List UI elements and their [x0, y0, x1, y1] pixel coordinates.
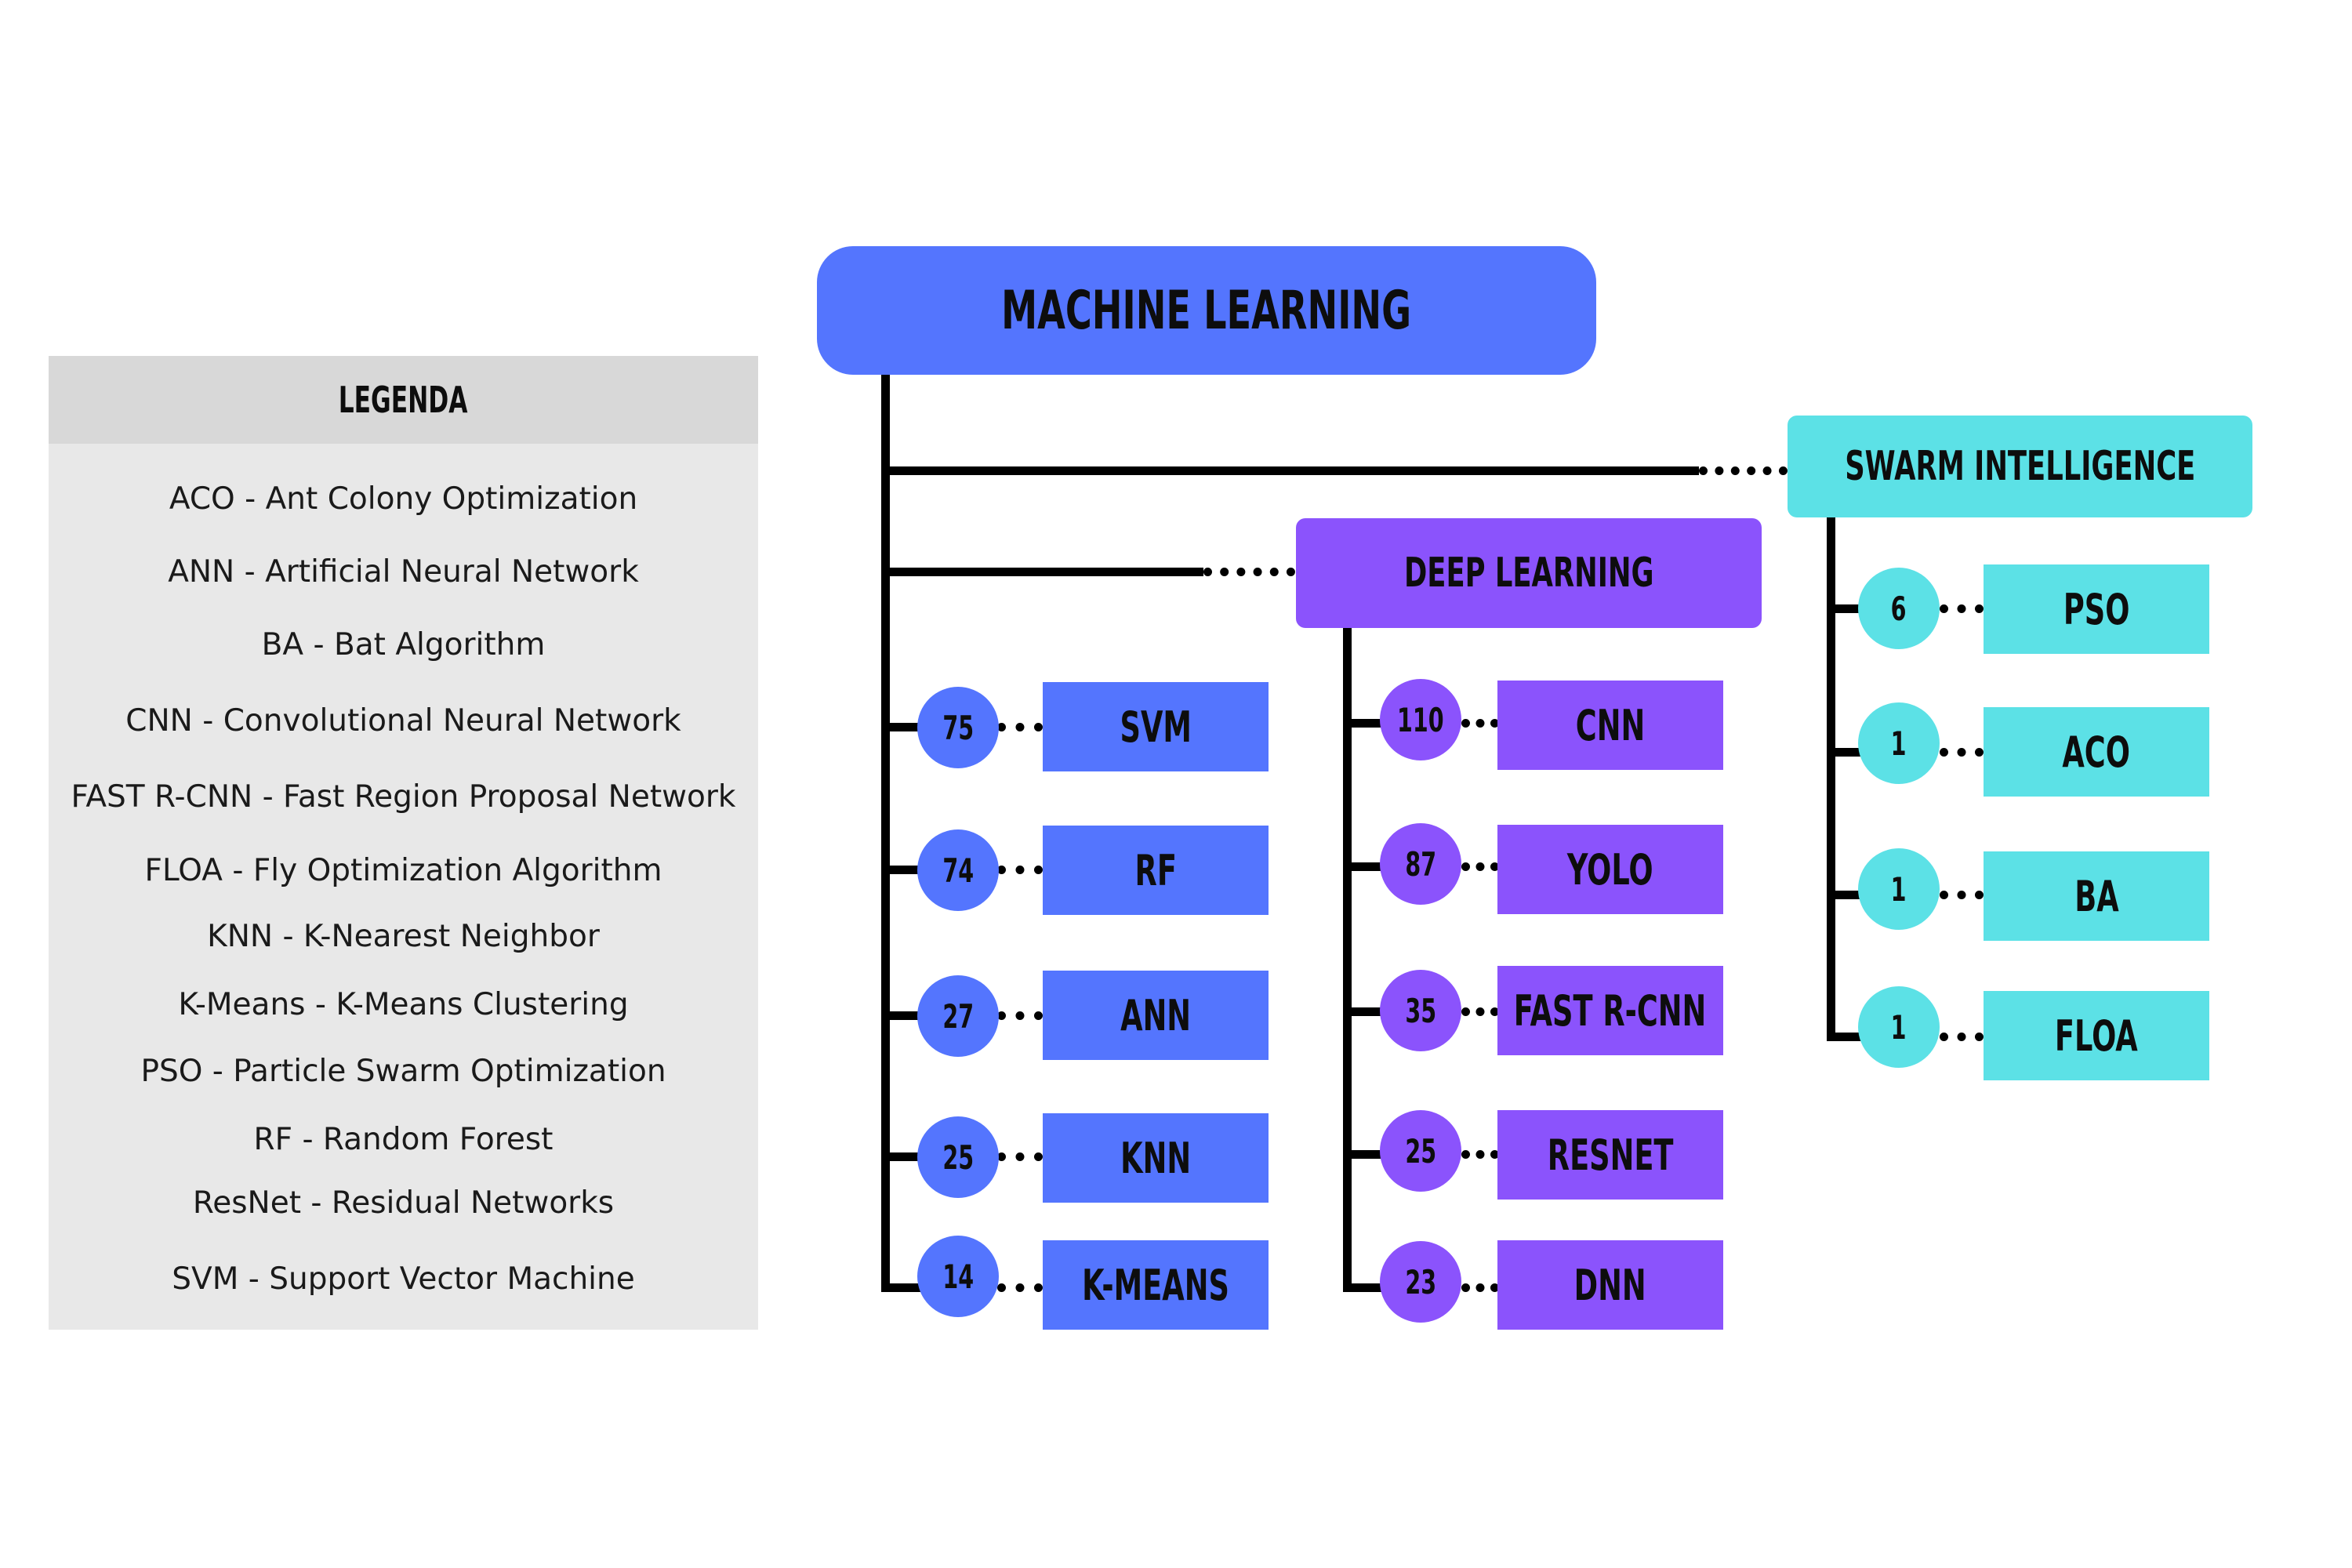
count-circle: 35 [1380, 970, 1461, 1051]
legend-panel: LEGENDA ACO - Ant Colony Optimization AN… [49, 356, 758, 1330]
stub-line [1827, 604, 1866, 613]
swarm-trunk-line [1827, 517, 1835, 1041]
link-dots [1461, 1283, 1499, 1292]
deep-trunk-line [1343, 627, 1352, 1292]
count-circle: 110 [1380, 679, 1461, 760]
link-dots [1940, 604, 1984, 613]
stub-line [881, 1283, 920, 1292]
node-fast-r-cnn: FAST R-CNN [1497, 966, 1723, 1055]
node-resnet: RESNET [1497, 1110, 1723, 1200]
main-trunk-line [881, 373, 890, 1292]
link-dots [997, 723, 1043, 731]
count-circle: 6 [1858, 568, 1940, 649]
node-dnn: DNN [1497, 1240, 1723, 1330]
node-cnn: CNN [1497, 681, 1723, 770]
stub-line [1343, 1150, 1382, 1159]
stub-line [881, 723, 920, 731]
link-dots [1940, 891, 1984, 899]
legend-item: RF - Random Forest [253, 1121, 554, 1157]
legend-item: FLOA - Fly Optimization Algorithm [144, 852, 662, 888]
root-label: MACHINE LEARNING [1001, 279, 1412, 342]
legend-item: SVM - Support Vector Machine [172, 1261, 635, 1297]
node-rf: RF [1043, 826, 1269, 915]
count-circle: 87 [1380, 823, 1461, 905]
stub-line [881, 1152, 920, 1161]
swarm-intelligence-label: SWARM INTELLIGENCE [1844, 443, 2196, 490]
node-pso: PSO [1984, 564, 2209, 654]
count-circle: 25 [1380, 1110, 1461, 1192]
link-dots [997, 1152, 1043, 1161]
machine-learning-root: MACHINE LEARNING [817, 246, 1596, 375]
link-dots [997, 1283, 1043, 1292]
node-k-means: K-MEANS [1043, 1240, 1269, 1330]
count-circle: 27 [917, 975, 999, 1057]
legend-item: FAST R-CNN - Fast Region Proposal Networ… [71, 779, 736, 815]
deep-branch-line [881, 568, 1203, 576]
link-dots [1461, 862, 1499, 871]
node-yolo: YOLO [1497, 825, 1723, 914]
legend-item: ACO - Ant Colony Optimization [169, 481, 638, 517]
count-circle: 75 [917, 687, 999, 768]
stub-line [1827, 748, 1866, 757]
stub-line [881, 866, 920, 874]
swarm-branch-dots [1699, 466, 1788, 475]
stub-line [881, 1011, 920, 1020]
link-dots [1461, 1007, 1499, 1016]
link-dots [997, 1011, 1043, 1020]
legend-item: ResNet - Residual Networks [192, 1185, 615, 1221]
legend-item: BA - Bat Algorithm [261, 626, 546, 662]
link-dots [1940, 748, 1984, 757]
count-circle: 14 [917, 1236, 999, 1317]
deep-learning-header: DEEP LEARNING [1296, 518, 1762, 628]
legend-title: LEGENDA [339, 379, 468, 421]
stub-line [1343, 862, 1382, 871]
node-knn: KNN [1043, 1113, 1269, 1203]
count-circle: 1 [1858, 986, 1940, 1068]
node-ann: ANN [1043, 971, 1269, 1060]
stub-line [1827, 891, 1866, 899]
legend-item: ANN - Artificial Neural Network [168, 554, 639, 590]
node-aco: ACO [1984, 707, 2209, 797]
stub-line [1343, 1283, 1382, 1292]
count-circle: 74 [917, 829, 999, 911]
legend-item: KNN - K-Nearest Neighbor [207, 918, 600, 954]
link-dots [1461, 1150, 1499, 1159]
swarm-branch-line [881, 466, 1699, 475]
legend-item: PSO - Particle Swarm Optimization [140, 1053, 666, 1089]
stub-line [1343, 719, 1382, 728]
count-circle: 1 [1858, 848, 1940, 930]
count-circle: 23 [1380, 1241, 1461, 1323]
node-ba: BA [1984, 851, 2209, 941]
deep-branch-dots [1203, 568, 1295, 576]
node-svm: SVM [1043, 682, 1269, 771]
node-floa: FLOA [1984, 991, 2209, 1080]
link-dots [1940, 1033, 1984, 1041]
link-dots [1461, 719, 1499, 728]
legend-item: CNN - Convolutional Neural Network [125, 702, 681, 739]
deep-learning-label: DEEP LEARNING [1403, 550, 1654, 597]
count-circle: 25 [917, 1116, 999, 1198]
legend-item: K-Means - K-Means Clustering [178, 986, 629, 1022]
legend-header: LEGENDA [49, 356, 758, 444]
stub-line [1827, 1033, 1866, 1041]
stub-line [1343, 1007, 1382, 1016]
link-dots [997, 866, 1043, 874]
swarm-intelligence-header: SWARM INTELLIGENCE [1788, 416, 2252, 517]
count-circle: 1 [1858, 702, 1940, 784]
